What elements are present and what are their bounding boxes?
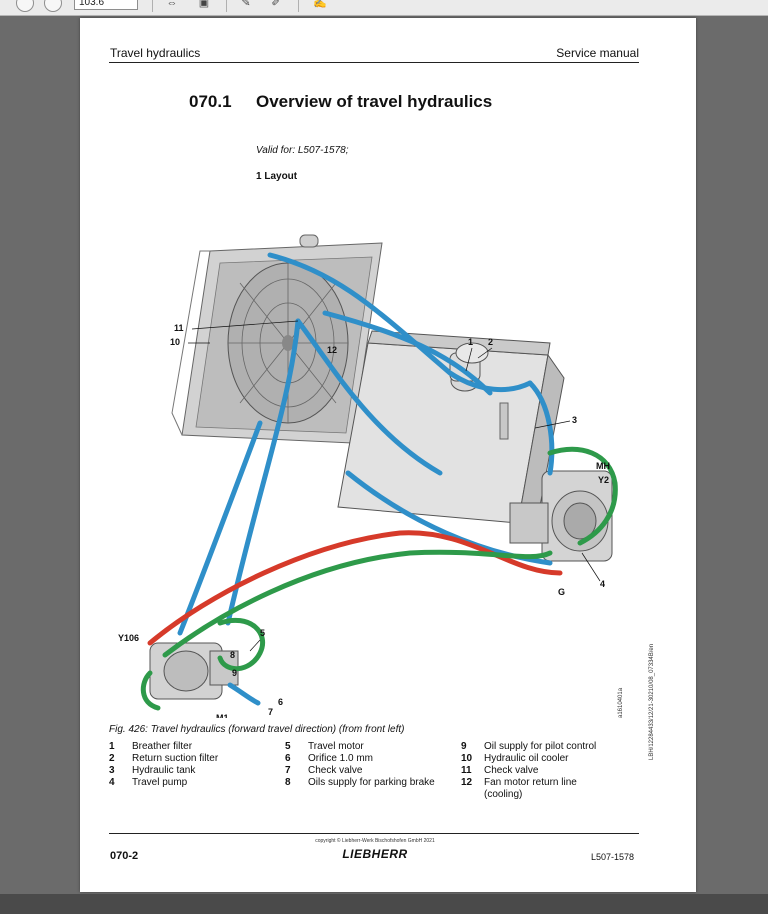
- callout-g: G: [558, 587, 565, 597]
- valid-for: Valid for: L507-1578;: [256, 145, 349, 156]
- callout-3: 3: [572, 415, 577, 425]
- travel-motor: [149, 642, 239, 700]
- hydraulics-figure: 1 2 3 4 5 6 7 8 9 10 11 12 MH Y2 G Y106 …: [118, 234, 618, 718]
- callout-8: 8: [230, 650, 235, 660]
- highlight-icon[interactable]: ✐: [271, 0, 281, 9]
- back-icon[interactable]: [16, 0, 34, 12]
- green-hoses: [140, 446, 618, 711]
- callout-1: 1: [468, 337, 473, 347]
- callout-mh: MH: [596, 461, 610, 471]
- oil-cooler: [171, 234, 383, 444]
- footer-logo: LIEBHERR: [342, 847, 408, 861]
- forward-icon[interactable]: [44, 0, 62, 12]
- callout-y106: Y106: [118, 633, 139, 643]
- blue-hoses: [177, 252, 555, 706]
- comment-icon[interactable]: ✎: [241, 0, 251, 9]
- callout-9: 9: [232, 668, 237, 678]
- section-title: Overview of travel hydraulics: [256, 92, 493, 111]
- toolbar-separator: [152, 0, 153, 12]
- callout-leaders: [188, 320, 601, 652]
- callout-12: 12: [327, 345, 337, 355]
- callout-2: 2: [488, 337, 493, 347]
- viewer-bottom-bar: [0, 894, 768, 914]
- callout-11: 11: [174, 323, 184, 333]
- figure-caption: Fig. 426: Travel hydraulics (forward tra…: [109, 724, 405, 735]
- sign-icon[interactable]: ✍: [313, 0, 327, 9]
- toolbar-separator: [226, 0, 227, 12]
- callout-10: 10: [170, 337, 180, 347]
- callout-4: 4: [600, 579, 605, 589]
- callout-5: 5: [260, 628, 265, 638]
- callout-y2: Y2: [598, 475, 609, 485]
- footer-page-number: 070-2: [110, 850, 139, 862]
- footer-copyright: copyright © Liebherr-Werk Bischofshofen …: [315, 838, 435, 844]
- callout-6: 6: [278, 697, 283, 707]
- red-hose: [147, 530, 563, 646]
- callout-m1: M1: [216, 713, 229, 718]
- subheading: 1 Layout: [256, 171, 298, 182]
- document-code: LBH/12284433/12/21-30210/08_07334B/en: [649, 643, 655, 760]
- fit-width-icon[interactable]: ⇔: [166, 0, 178, 9]
- fit-page-icon[interactable]: ▣: [198, 0, 210, 9]
- section-number: 070.1: [189, 92, 232, 111]
- header-rule: [109, 62, 639, 63]
- header-right: Service manual: [556, 46, 639, 60]
- toolbar-separator: [298, 0, 299, 12]
- callout-7: 7: [268, 707, 273, 717]
- header-left: Travel hydraulics: [110, 46, 201, 60]
- footer-rule: [109, 833, 639, 834]
- figure-callouts: 1 2 3 4 5 6 7 8 9 10 11 12 MH Y2 G Y106 …: [118, 323, 610, 718]
- page-number-field[interactable]: 103.6: [74, 0, 138, 10]
- travel-pump: [509, 470, 613, 562]
- figure-code: a1610401a: [618, 687, 624, 718]
- footer-model: L507-1578: [590, 852, 634, 862]
- viewer-toolbar: 103.6 ⇔ ▣ ✎ ✐ ✍: [0, 0, 768, 16]
- document-page: Travel hydraulics Service manual 070.1 O…: [80, 18, 696, 892]
